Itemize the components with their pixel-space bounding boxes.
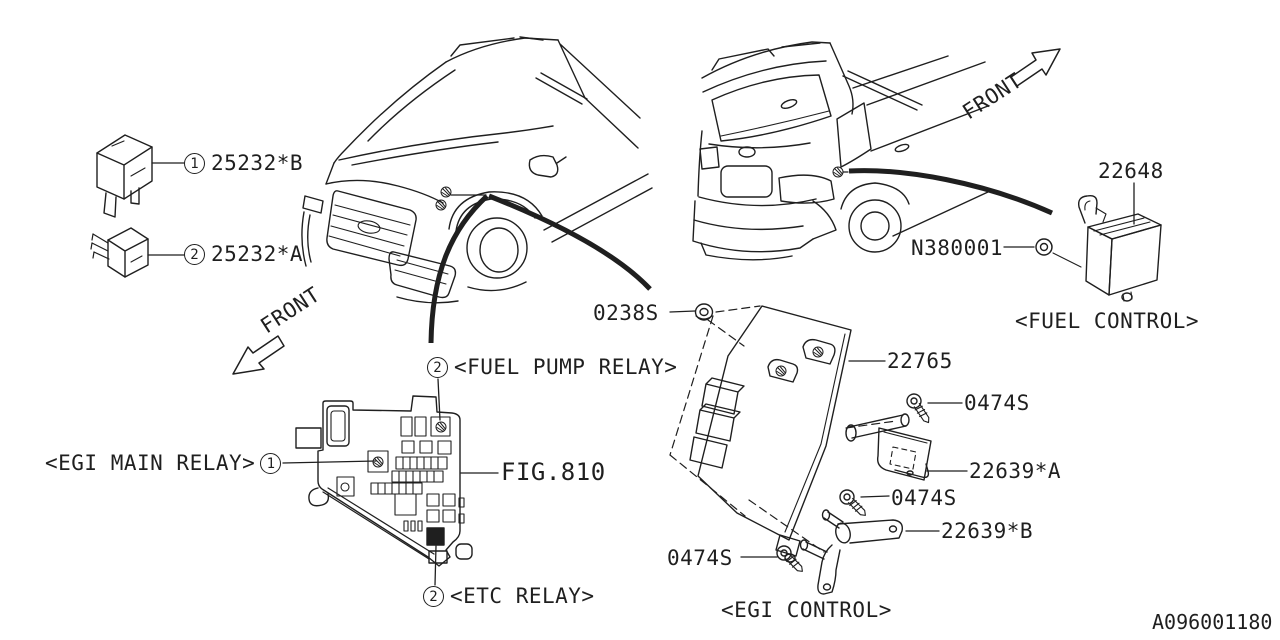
bracket-a-part-number: 22639*A: [969, 459, 1062, 483]
bracket-b-drawing: [817, 509, 903, 595]
relay2-part-number: 25232*A: [211, 242, 304, 266]
fuel-pump-relay-callout-circle: 2: [427, 357, 448, 378]
screw-right-part-number: 0474S: [964, 391, 1030, 415]
front-arrow-left: [232, 335, 285, 375]
leader-lines: [669, 182, 1135, 558]
bracket-a-drawing: [845, 413, 932, 481]
egi-main-relay-caption: <EGI MAIN RELAY>: [45, 451, 256, 475]
ecu-part-number: 22765: [887, 349, 953, 373]
screw-mid-drawing: [839, 489, 866, 516]
fuel-control-unit-drawing: [1077, 194, 1162, 302]
pointer-arcs: [428, 168, 1054, 344]
fuel-pump-relay-caption: <FUEL PUMP RELAY>: [454, 355, 678, 379]
fuel-control-nut-drawing: [1035, 238, 1053, 256]
etc-relay-label: 2 <ETC RELAY>: [423, 586, 595, 607]
fuse-box-drawing: [295, 395, 473, 567]
screw-right-drawing: [906, 393, 930, 424]
relay1-callout-circle: 1: [184, 153, 205, 174]
relay1-part-number: 25232*B: [211, 151, 304, 175]
fuel-control-caption: <FUEL CONTROL>: [1015, 309, 1200, 333]
relay-1-drawing: [96, 134, 153, 218]
fuse-box-leaders: [282, 378, 499, 586]
front-arrow-right: [1010, 48, 1061, 87]
fuel-pump-relay-label: 2 <FUEL PUMP RELAY>: [427, 357, 677, 378]
egi-nut-part-number: 0238S: [593, 301, 659, 325]
rear-car-drawing: [692, 41, 989, 261]
relay1-label: 1 25232*B: [184, 153, 303, 174]
relay-leader-lines: [147, 162, 185, 256]
egi-main-relay-label: <EGI MAIN RELAY> 1: [45, 451, 282, 475]
egi-control-caption: <EGI CONTROL>: [721, 598, 892, 622]
bracket-b-part-number: 22639*B: [941, 519, 1034, 543]
screw-left-drawing: [776, 545, 803, 572]
relay2-label: 2 25232*A: [184, 244, 303, 265]
etc-relay-caption: <ETC RELAY>: [450, 584, 595, 608]
relay-2-drawing: [90, 227, 149, 278]
front-car-drawing: [301, 36, 653, 304]
screw-left-part-number: 0474S: [667, 546, 733, 570]
egi-nut-drawing: [694, 303, 714, 321]
etc-relay-slot: [426, 527, 445, 546]
diagram-id: A096001180: [1152, 610, 1273, 634]
etc-relay-callout-circle: 2: [423, 586, 444, 607]
relay2-callout-circle: 2: [184, 244, 205, 265]
egi-main-relay-callout-circle: 1: [260, 453, 282, 474]
fig-reference: FIG.810: [501, 458, 606, 486]
fuel-control-unit-part-number: 22648: [1098, 159, 1164, 183]
fuel-control-nut-part-number: N380001: [911, 236, 1004, 260]
screw-mid-part-number: 0474S: [891, 486, 957, 510]
ecu-drawing: [689, 305, 852, 563]
